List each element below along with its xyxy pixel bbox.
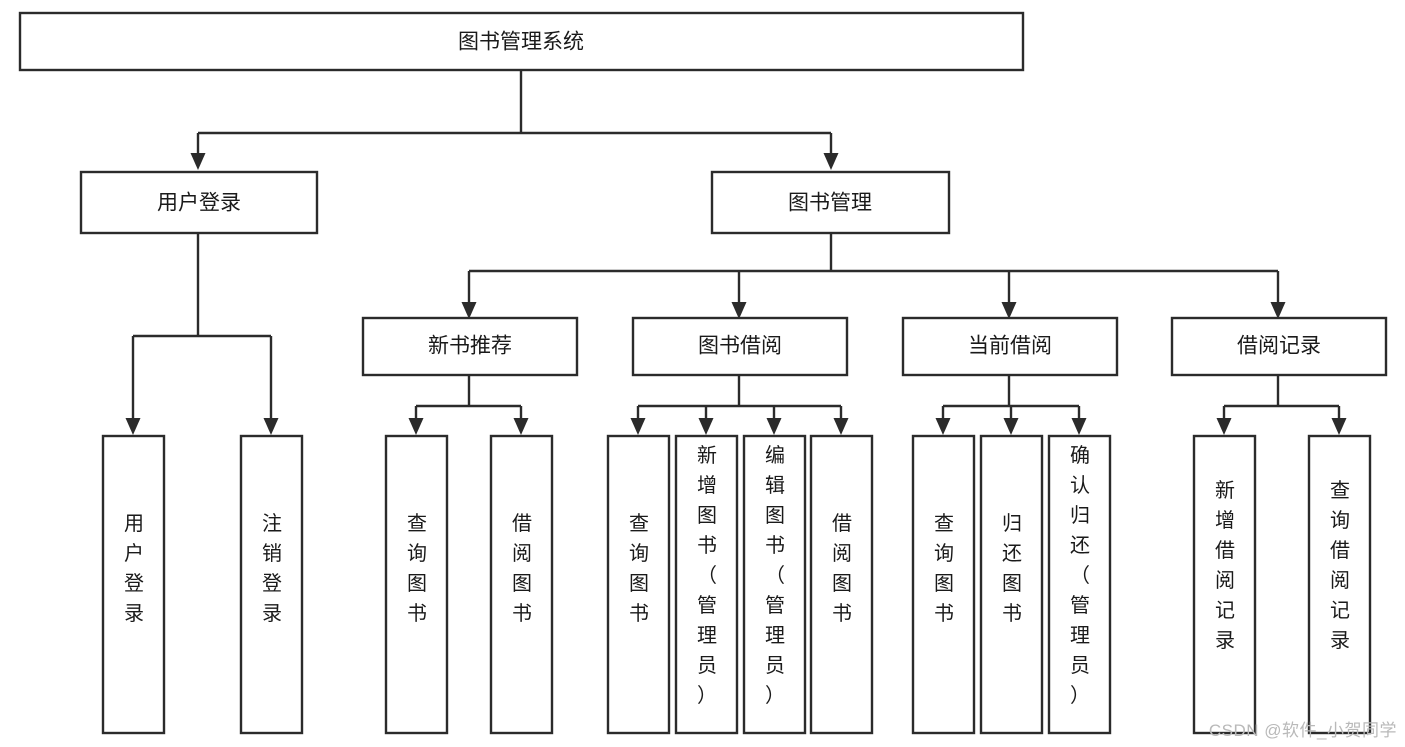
node-borrow-record-label: 借阅记录 xyxy=(1237,335,1321,358)
leaf-new-book-query-label: 查询图书 xyxy=(407,512,427,625)
leaf-new-book-borrow[interactable]: 借阅图书 xyxy=(489,434,554,735)
leaf-current-confirm-return-admin-label: 确认归还（管理员） xyxy=(1070,444,1090,707)
arrow-to-record xyxy=(1270,302,1286,319)
leaf-new-book-query[interactable]: 查询图书 xyxy=(384,434,449,735)
arrow-to-leaf-current-2 xyxy=(1003,418,1019,435)
leaf-current-confirm-return-admin[interactable]: 确认归还（管理员） xyxy=(1047,434,1112,735)
leaf-borrow-borrow-book-rect[interactable] xyxy=(809,434,874,735)
leaf-user-login-login-rect[interactable] xyxy=(101,434,166,735)
node-book-borrow-label: 图书借阅 xyxy=(698,335,782,358)
arrow-to-leaf-new-book-2 xyxy=(513,418,529,435)
arrow-to-leaf-current-3 xyxy=(1071,418,1087,435)
node-borrow-record[interactable]: 借阅记录 xyxy=(1170,316,1388,377)
node-new-book-recommend-rect[interactable] xyxy=(361,316,579,377)
node-new-book-recommend-label: 新书推荐 xyxy=(428,335,512,358)
leaf-new-book-borrow-rect[interactable] xyxy=(489,434,554,735)
arrow-to-leaf-record-2 xyxy=(1331,418,1347,435)
node-current-borrow-label: 当前借阅 xyxy=(968,335,1052,358)
node-layer: 图书管理系统 用户登录 图书管理 新书推荐 图书借阅 xyxy=(18,11,1388,735)
leaf-current-query-book[interactable]: 查询图书 xyxy=(911,434,976,735)
arrow-to-leaf-borrow-1 xyxy=(630,418,646,435)
leaf-borrow-edit-book-admin-rect[interactable] xyxy=(742,434,807,735)
leaf-record-query-record-label: 查询借阅记录 xyxy=(1330,479,1350,652)
node-book-management-rect[interactable] xyxy=(710,170,951,235)
leaf-borrow-edit-book-admin[interactable]: 编辑图书（管理员） xyxy=(742,434,807,735)
arrow-to-borrow xyxy=(731,302,747,319)
leaf-borrow-query-book[interactable]: 查询图书 xyxy=(606,434,671,735)
arrow-to-leaf-user-login-2 xyxy=(263,418,279,435)
leaf-record-add-record-label: 新增借阅记录 xyxy=(1215,479,1235,652)
leaf-current-return-book-rect[interactable] xyxy=(979,434,1044,735)
node-root-label: 图书管理系统 xyxy=(458,31,584,54)
arrow-to-leaf-borrow-4 xyxy=(833,418,849,435)
leaf-current-query-book-rect[interactable] xyxy=(911,434,976,735)
leaf-user-login-logout-rect[interactable] xyxy=(239,434,304,735)
leaf-record-query-record-rect[interactable] xyxy=(1307,434,1372,735)
leaf-borrow-borrow-book-label: 借阅图书 xyxy=(832,512,852,625)
leaf-current-return-book-label: 归还图书 xyxy=(1002,512,1022,625)
leaf-borrow-edit-book-admin-label: 编辑图书（管理员） xyxy=(765,444,785,707)
leaf-borrow-query-book-rect[interactable] xyxy=(606,434,671,735)
arrow-to-book-mgmt xyxy=(823,153,839,170)
arrow-to-leaf-record-1 xyxy=(1216,418,1232,435)
leaf-current-return-book[interactable]: 归还图书 xyxy=(979,434,1044,735)
node-current-borrow-rect[interactable] xyxy=(901,316,1119,377)
arrow-to-leaf-new-book-1 xyxy=(408,418,424,435)
leaf-record-add-record[interactable]: 新增借阅记录 xyxy=(1192,434,1257,735)
node-book-management[interactable]: 图书管理 xyxy=(710,170,951,235)
csdn-watermark: CSDN @软件_小贺同学 xyxy=(1208,721,1397,740)
arrow-to-leaf-borrow-3 xyxy=(766,418,782,435)
leaf-user-login-logout-label: 注销登录 xyxy=(262,512,282,625)
leaf-record-query-record[interactable]: 查询借阅记录 xyxy=(1307,434,1372,735)
leaf-user-login-login-label: 用户登录 xyxy=(124,513,144,625)
arrow-to-user-login xyxy=(190,153,206,170)
leaf-borrow-borrow-book[interactable]: 借阅图书 xyxy=(809,434,874,735)
node-root-book-management-system[interactable]: 图书管理系统 xyxy=(18,11,1025,72)
leaf-borrow-add-book-admin[interactable]: 新增图书（管理员） xyxy=(674,434,739,735)
arrow-to-current xyxy=(1001,302,1017,319)
node-root-rect[interactable] xyxy=(18,11,1025,72)
node-book-borrow-rect[interactable] xyxy=(631,316,849,377)
leaf-borrow-add-book-admin-label: 新增图书（管理员） xyxy=(697,444,717,707)
connector-layer xyxy=(131,70,1341,418)
leaf-user-login-logout[interactable]: 注销登录 xyxy=(239,434,304,735)
node-user-login-rect[interactable] xyxy=(79,170,319,235)
leaf-record-add-record-rect[interactable] xyxy=(1192,434,1257,735)
leaf-borrow-add-book-admin-rect[interactable] xyxy=(674,434,739,735)
arrow-to-new-book xyxy=(461,302,477,319)
node-user-login[interactable]: 用户登录 xyxy=(79,170,319,235)
leaf-current-confirm-return-admin-rect[interactable] xyxy=(1047,434,1112,735)
node-new-book-recommend[interactable]: 新书推荐 xyxy=(361,316,579,377)
node-book-borrow[interactable]: 图书借阅 xyxy=(631,316,849,377)
leaf-user-login-login[interactable]: 用户登录 xyxy=(101,434,166,735)
arrow-to-leaf-user-login-1 xyxy=(125,418,141,435)
leaf-borrow-query-book-label: 查询图书 xyxy=(629,512,649,625)
arrow-to-leaf-borrow-2 xyxy=(698,418,714,435)
node-borrow-record-rect[interactable] xyxy=(1170,316,1388,377)
node-current-borrow[interactable]: 当前借阅 xyxy=(901,316,1119,377)
arrow-to-leaf-current-1 xyxy=(935,418,951,435)
node-user-login-label: 用户登录 xyxy=(157,192,241,215)
leaf-new-book-borrow-label: 借阅图书 xyxy=(512,512,532,625)
leaf-current-query-book-label: 查询图书 xyxy=(934,512,954,625)
node-book-management-label: 图书管理 xyxy=(788,192,872,215)
leaf-new-book-query-rect[interactable] xyxy=(384,434,449,735)
